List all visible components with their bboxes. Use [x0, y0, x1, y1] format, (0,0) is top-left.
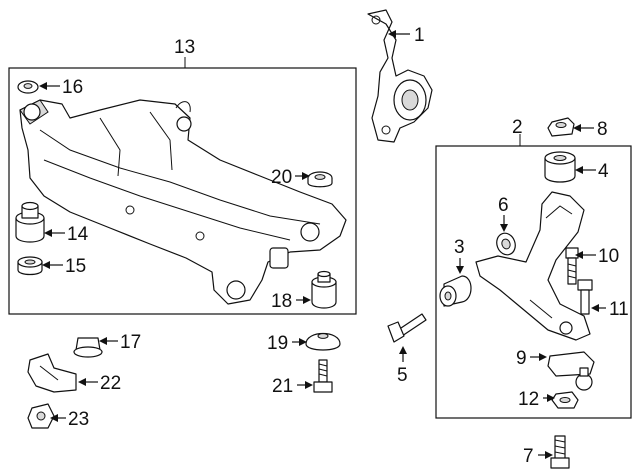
- part-6-washer: [496, 232, 516, 256]
- callout-20: 20: [271, 167, 292, 188]
- callout-11: 11: [609, 299, 629, 320]
- callout-19: 19: [267, 333, 288, 354]
- crossmember-group-box: [8, 67, 357, 315]
- part-20-washer: [307, 171, 333, 188]
- callout-13: 13: [174, 37, 195, 58]
- part-8-nut: [547, 117, 575, 137]
- part-19-washer: [305, 332, 341, 351]
- part-21-bolt: [313, 359, 333, 393]
- callout-16: 16: [62, 77, 83, 98]
- part-5-bolt: [387, 313, 427, 343]
- lower-control-arm: [475, 191, 591, 341]
- callout-12: 12: [518, 389, 539, 410]
- part-7-bolt: [550, 435, 570, 469]
- callout-2: 2: [512, 117, 523, 138]
- callout-23: 23: [68, 409, 89, 430]
- callout-8: 8: [597, 119, 608, 140]
- callout-10: 10: [598, 246, 619, 267]
- part-22-bracket: [27, 353, 77, 393]
- callout-4: 4: [598, 161, 609, 182]
- callout-17: 17: [120, 332, 141, 353]
- callout-7: 7: [523, 446, 534, 467]
- part-15-washer: [17, 256, 43, 276]
- part-11-bolt: [577, 279, 593, 315]
- callout-1: 1: [414, 25, 425, 46]
- callout-9: 9: [516, 348, 527, 369]
- callout-21: 21: [272, 376, 293, 397]
- part-23-nut: [27, 403, 55, 429]
- part-4-bushing: [544, 151, 576, 183]
- callout-3: 3: [454, 237, 465, 258]
- part-3-bushing: [439, 275, 472, 307]
- callout-5: 5: [397, 365, 408, 386]
- part-12-nut: [551, 391, 579, 409]
- part-17-nut: [73, 337, 103, 358]
- callout-labels: 1 2 3 4 5 6 7 8 9 10 11 12 13 14 15 16 1…: [62, 25, 629, 467]
- callout-arrows: [39, 30, 606, 459]
- callout-18: 18: [271, 291, 292, 312]
- front-crossmember: [19, 99, 347, 305]
- part-9-ball-joint: [547, 351, 595, 391]
- callout-6: 6: [498, 195, 509, 216]
- part-14-bushing: [15, 201, 45, 243]
- callout-14: 14: [67, 224, 89, 245]
- lower-arm-group-box: [435, 145, 632, 419]
- part-10-bolt: [565, 247, 579, 285]
- part-16-washer: [17, 80, 39, 94]
- callout-15: 15: [65, 256, 86, 277]
- steering-knuckle: [367, 9, 433, 143]
- part-18-bushing: [311, 270, 337, 309]
- callout-22: 22: [100, 373, 121, 394]
